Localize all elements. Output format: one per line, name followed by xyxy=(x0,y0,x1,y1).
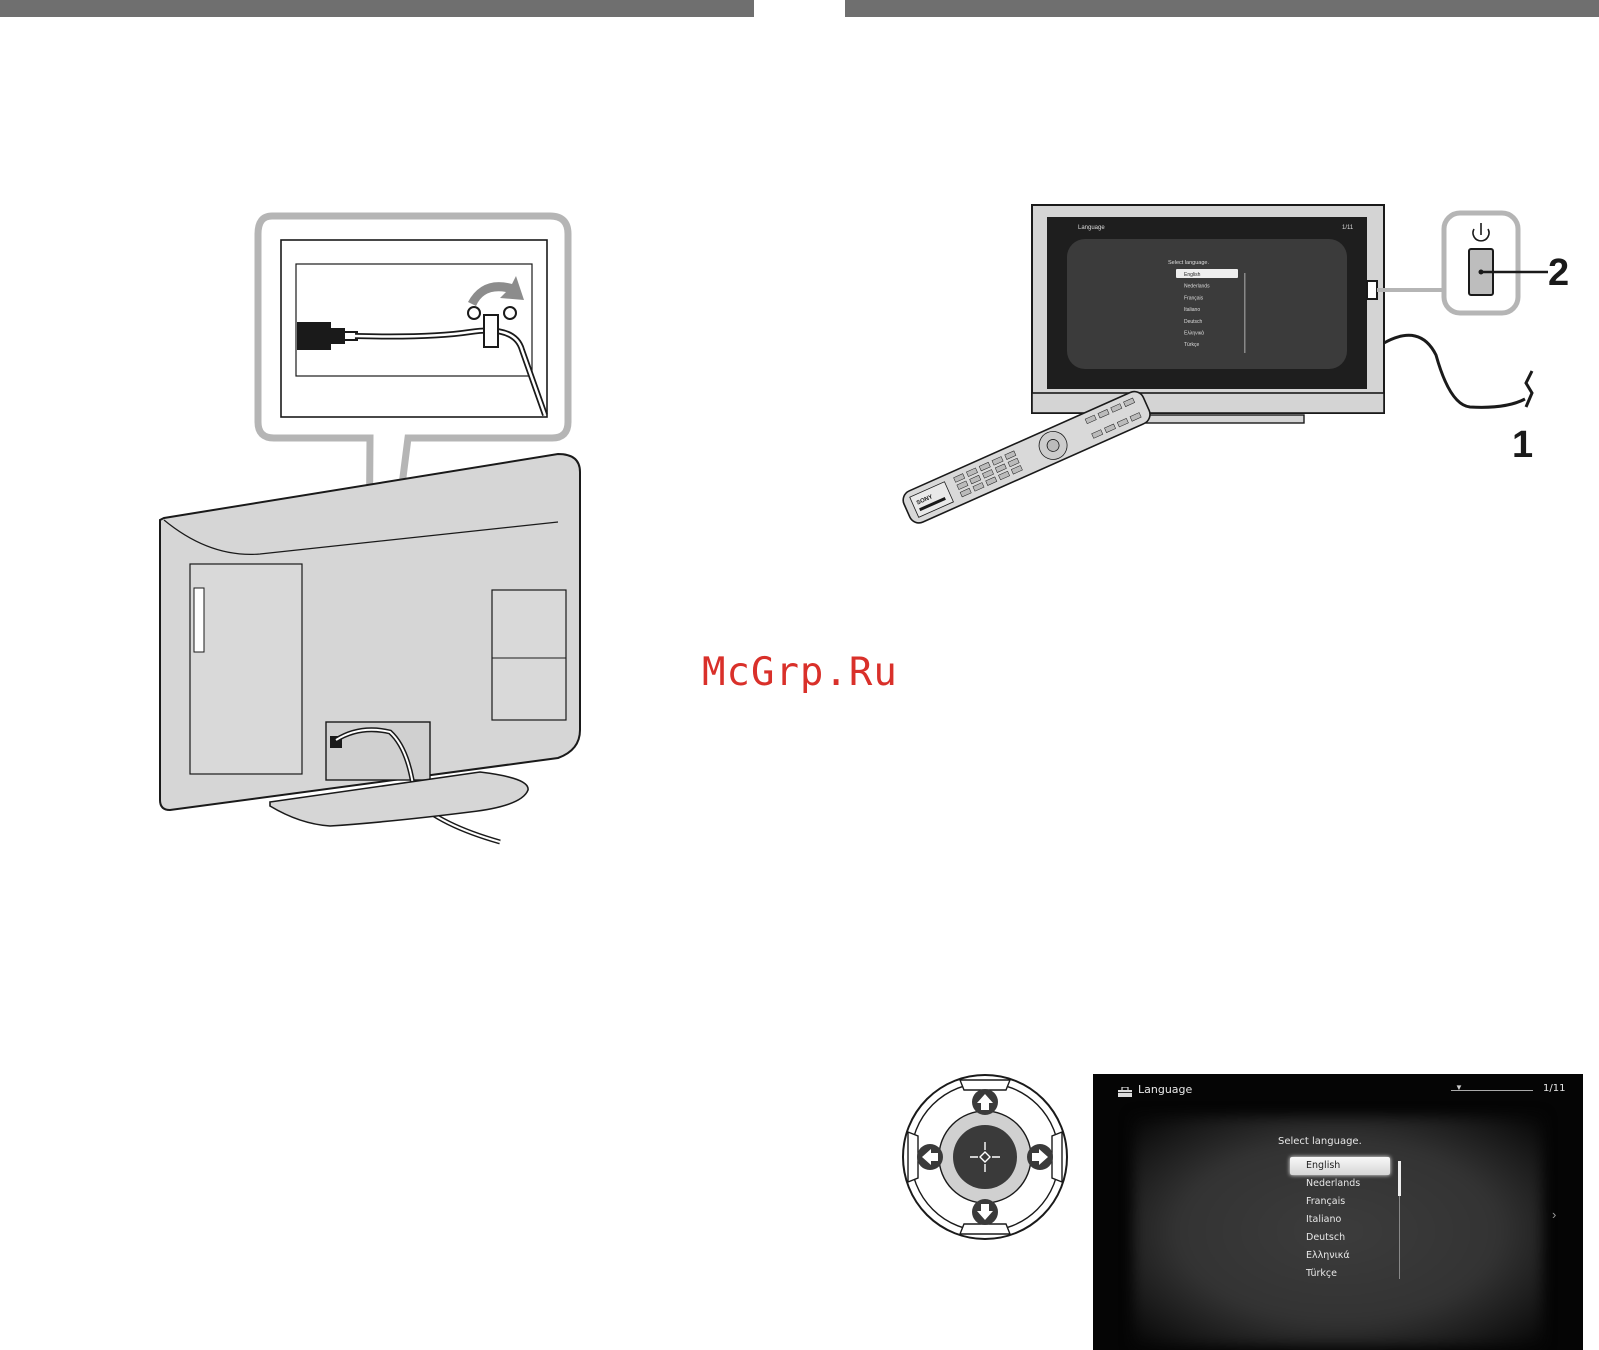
tv-screen-page: 1/11 xyxy=(1342,225,1354,231)
callout-step-1: 1 xyxy=(1512,424,1533,466)
language-option-deutsch[interactable]: Deutsch xyxy=(1290,1229,1390,1247)
language-option-turkce[interactable]: Türkçe xyxy=(1290,1265,1390,1283)
tv-screen-language-item: Türkçe xyxy=(1184,342,1200,348)
menu-title: Language xyxy=(1138,1083,1192,1096)
language-option-nederlands[interactable]: Nederlands xyxy=(1290,1175,1390,1193)
right-arrow-button xyxy=(1027,1144,1053,1170)
ok-button xyxy=(953,1125,1017,1189)
watermark: McGrp.Ru xyxy=(702,650,898,695)
tv-screen-language-item: Français xyxy=(1184,295,1204,301)
side-panel-right xyxy=(492,590,566,720)
language-option-english[interactable]: English xyxy=(1290,1157,1390,1175)
tv-screen-language-item: Ελληνικά xyxy=(1184,330,1204,337)
language-list: English Nederlands Français Italiano Deu… xyxy=(1290,1157,1390,1283)
language-scroll-thumb[interactable] xyxy=(1398,1161,1401,1196)
side-panel-left xyxy=(190,564,302,774)
tv-bottom-bar xyxy=(1032,393,1384,413)
language-option-italiano[interactable]: Italiano xyxy=(1290,1211,1390,1229)
tv-screen-language-item: English xyxy=(1184,272,1201,278)
tv-front-illustration: Language 1/11 Select language. EnglishNe… xyxy=(860,195,1580,555)
remote-dpad xyxy=(900,1072,1070,1242)
menu-page-indicator: 1/11 xyxy=(1543,1083,1565,1094)
left-arrow-button xyxy=(917,1144,943,1170)
power-cord xyxy=(1384,335,1532,407)
tv-screen-language-item: Nederlands xyxy=(1184,284,1210,290)
pager-line xyxy=(1451,1090,1533,1091)
remote-control: SONY xyxy=(900,388,1153,526)
language-option-greek[interactable]: Ελληνικά xyxy=(1290,1247,1390,1265)
tv-rear-illustration xyxy=(150,210,600,860)
right-header-bar xyxy=(845,0,1599,17)
toolbox-icon xyxy=(1118,1087,1132,1097)
left-header-bar xyxy=(0,0,754,17)
tv-screen-language-item: Italiano xyxy=(1184,307,1200,313)
tv-screen-title: Language xyxy=(1078,225,1105,231)
tv-screen-prompt: Select language. xyxy=(1168,260,1209,266)
chevron-right-icon: › xyxy=(1552,1207,1556,1222)
up-arrow-button xyxy=(972,1089,998,1115)
down-arrow-button xyxy=(972,1199,998,1225)
tv-screen-language-item: Deutsch xyxy=(1184,319,1203,325)
callout-step-2: 2 xyxy=(1548,252,1569,294)
tv-stand-front xyxy=(1140,415,1304,423)
language-option-francais[interactable]: Français xyxy=(1290,1193,1390,1211)
language-menu-screen: Language ▼ 1/11 Select language. English… xyxy=(1093,1074,1583,1350)
menu-prompt: Select language. xyxy=(1278,1136,1362,1147)
